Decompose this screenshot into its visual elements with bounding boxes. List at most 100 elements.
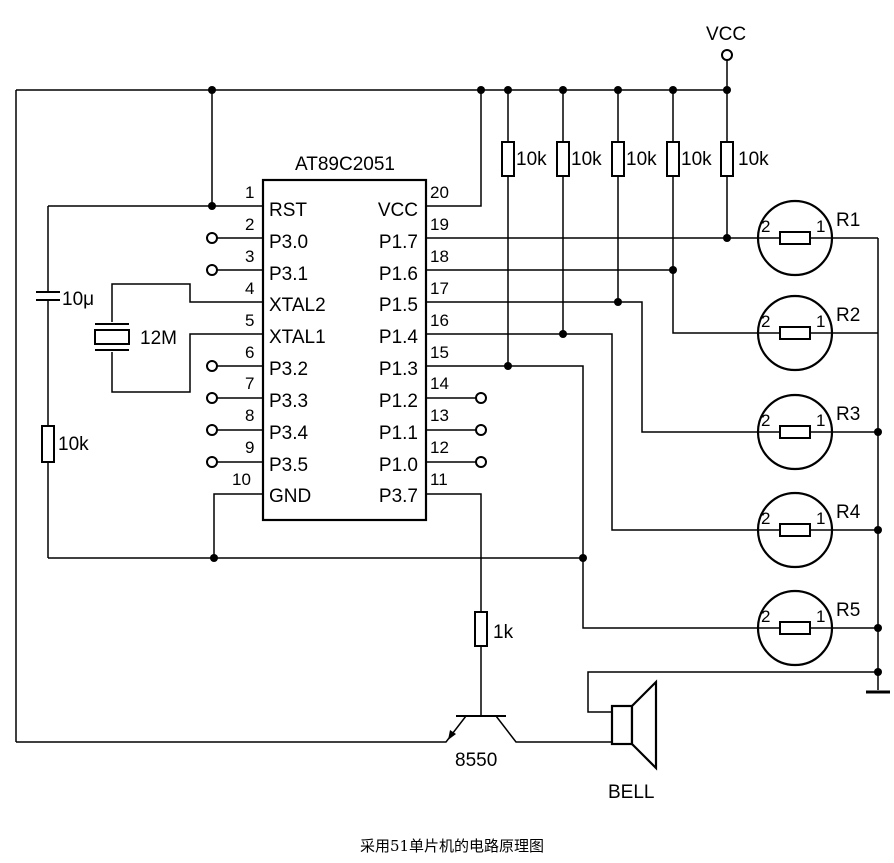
- vcc-label: VCC: [706, 24, 746, 45]
- svg-text:2: 2: [245, 215, 254, 234]
- svg-text:R2: R2: [836, 305, 860, 326]
- svg-text:19: 19: [430, 215, 449, 234]
- pin-p34-terminal: [206, 424, 218, 436]
- right-wiring: [426, 90, 890, 713]
- transistor-8550: 8550: [16, 712, 612, 771]
- svg-text:8: 8: [245, 406, 254, 425]
- svg-text:P1.2: P1.2: [379, 391, 418, 412]
- svg-text:P3.3: P3.3: [269, 391, 308, 412]
- svg-text:XTAL1: XTAL1: [269, 327, 326, 348]
- svg-text:3: 3: [245, 247, 254, 266]
- svg-text:18: 18: [430, 247, 449, 266]
- svg-text:R5: R5: [836, 600, 860, 621]
- left-pin-9: 9 P3.5: [245, 438, 308, 476]
- svg-text:1: 1: [816, 217, 825, 236]
- chip-name: AT89C2051: [295, 154, 395, 175]
- pin-p10-terminal: [475, 456, 487, 468]
- pin-p33-terminal: [206, 392, 218, 404]
- left-wiring: [47, 90, 587, 562]
- pullup-resistor-1: 10k: [501, 141, 547, 177]
- svg-text:9: 9: [245, 438, 254, 457]
- svg-text:P1.4: P1.4: [379, 327, 419, 348]
- svg-text:P1.5: P1.5: [379, 295, 418, 316]
- svg-text:P3.0: P3.0: [269, 232, 308, 253]
- svg-text:10: 10: [232, 470, 251, 489]
- svg-text:P3.1: P3.1: [269, 264, 308, 285]
- transistor-label: 8550: [455, 750, 497, 771]
- pullup-resistor-4: 10k: [666, 141, 712, 177]
- left-pin-7: 7 P3.3: [245, 374, 308, 412]
- svg-text:2: 2: [761, 217, 770, 236]
- left-pin-1: 1 RST: [245, 183, 307, 221]
- svg-text:11: 11: [430, 470, 448, 489]
- pullup-resistor-5: 10k: [720, 141, 769, 177]
- svg-text:20: 20: [430, 183, 449, 202]
- vcc-supply: VCC: [706, 24, 746, 90]
- sensor-r3: 2 1 R3: [756, 393, 860, 471]
- base-resistor: 1k: [474, 611, 514, 647]
- reset-resistor-label: 10k: [58, 434, 89, 455]
- svg-text:R1: R1: [836, 210, 860, 231]
- svg-text:P1.3: P1.3: [379, 359, 418, 380]
- right-pin-13: 13 P1.1: [379, 406, 449, 444]
- svg-text:16: 16: [430, 311, 449, 330]
- svg-text:1: 1: [816, 607, 825, 626]
- pullup-resistor-2: 10k: [556, 141, 602, 177]
- svg-text:10k: 10k: [681, 149, 712, 170]
- mcu-chip: AT89C2051 1 RST 2 P3.0 3 P3.1 4 XTAL2 5 …: [232, 154, 449, 522]
- svg-text:VCC: VCC: [378, 200, 418, 221]
- capacitor-label: 10μ: [62, 289, 94, 310]
- svg-text:R3: R3: [836, 404, 860, 425]
- svg-text:2: 2: [761, 607, 770, 626]
- sensor-r5: 2 1 R5: [756, 589, 860, 667]
- svg-text:2: 2: [761, 312, 770, 331]
- svg-text:6: 6: [245, 343, 254, 362]
- svg-text:1: 1: [816, 509, 825, 528]
- vcc-terminal: [721, 49, 733, 61]
- svg-text:10k: 10k: [571, 149, 602, 170]
- svg-text:10k: 10k: [626, 149, 657, 170]
- svg-text:14: 14: [430, 374, 449, 393]
- svg-text:7: 7: [245, 374, 254, 393]
- svg-text:1: 1: [245, 183, 254, 202]
- pin-p30-terminal: [206, 232, 218, 244]
- right-pin-12: 12 P1.0: [379, 438, 449, 476]
- pin-p12-terminal: [475, 392, 487, 404]
- bell-speaker: BELL: [608, 679, 658, 803]
- left-pin-8: 8 P3.4: [245, 406, 309, 444]
- svg-text:P3.7: P3.7: [379, 486, 418, 507]
- left-pin-2: 2 P3.0: [245, 215, 308, 253]
- svg-text:10k: 10k: [738, 149, 769, 170]
- svg-text:RST: RST: [269, 200, 307, 221]
- svg-text:17: 17: [430, 279, 449, 298]
- svg-text:2: 2: [761, 509, 770, 528]
- left-pin-5: 5 XTAL1: [245, 311, 326, 348]
- svg-text:P1.6: P1.6: [379, 264, 418, 285]
- right-pin-17: 17 P1.5: [379, 279, 449, 316]
- crystal-label: 12M: [140, 328, 177, 349]
- svg-text:10k: 10k: [516, 149, 547, 170]
- svg-text:XTAL2: XTAL2: [269, 295, 326, 316]
- right-pin-16: 16 P1.4: [379, 311, 449, 348]
- svg-text:13: 13: [430, 406, 449, 425]
- svg-text:R4: R4: [836, 502, 861, 523]
- pin-p31-terminal: [206, 264, 218, 276]
- pin-p32-terminal: [206, 360, 218, 372]
- svg-text:15: 15: [430, 343, 449, 362]
- pullup-resistor-3: 10k: [611, 141, 657, 177]
- svg-text:P1.1: P1.1: [379, 423, 418, 444]
- left-pin-10: 10 GND: [232, 470, 311, 507]
- svg-text:12: 12: [430, 438, 449, 457]
- bell-label: BELL: [608, 782, 654, 803]
- chip-body: [261, 178, 428, 522]
- reset-resistor: 10k: [41, 425, 89, 463]
- svg-text:P3.5: P3.5: [269, 455, 308, 476]
- svg-text:P1.0: P1.0: [379, 455, 418, 476]
- base-resistor-label: 1k: [493, 622, 514, 643]
- right-pin-11: 11 P3.7: [379, 470, 448, 507]
- crystal-12m: 12M: [94, 283, 263, 393]
- svg-text:4: 4: [245, 279, 254, 298]
- pullup-resistors: 10k 10k 10k 10k 10k: [501, 141, 769, 177]
- left-pin-3: 3 P3.1: [245, 247, 308, 285]
